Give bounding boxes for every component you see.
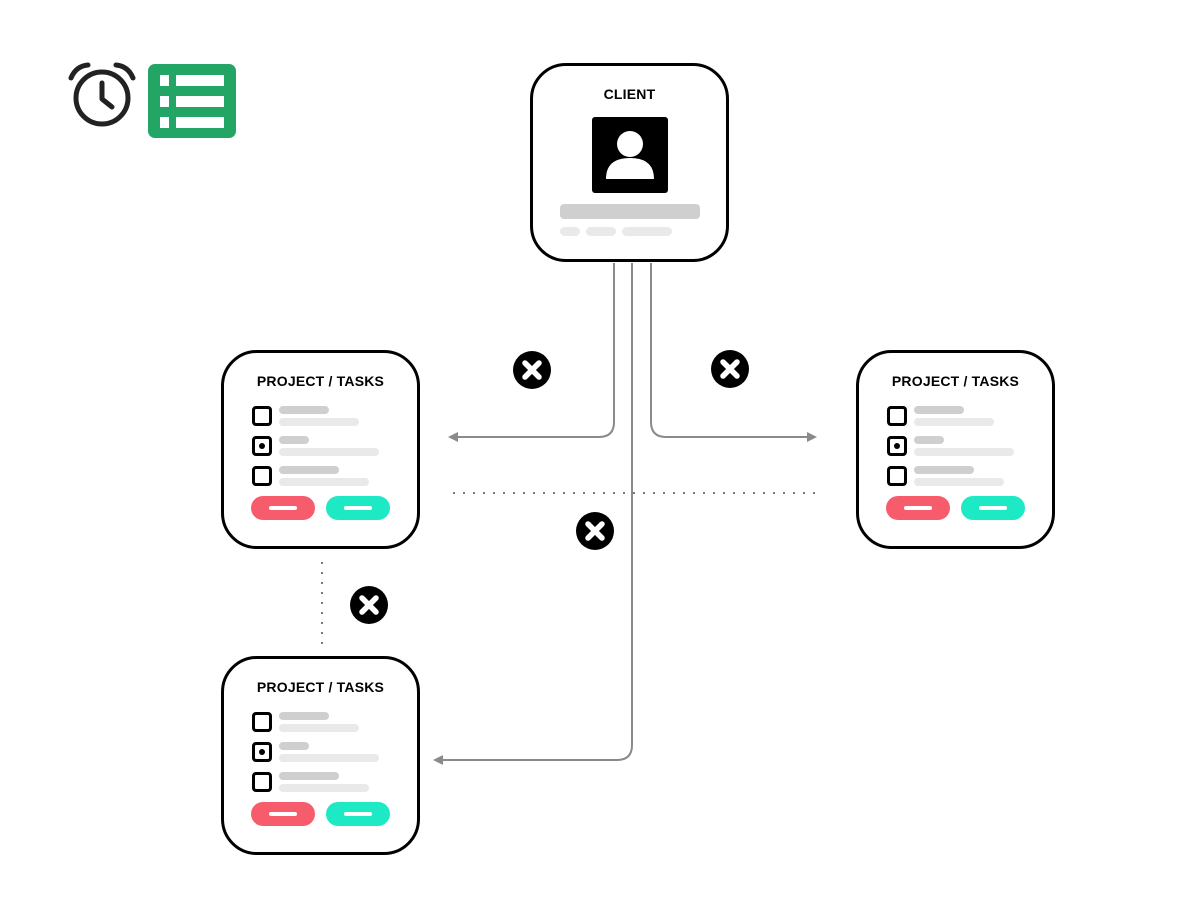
task-detail-placeholder: [279, 784, 369, 792]
task-title-placeholder: [914, 466, 974, 474]
task-checkbox-checked[interactable]: [887, 436, 907, 456]
close-x-icon: [350, 586, 388, 624]
task-detail-placeholder: [914, 418, 994, 426]
alarm-clock-icon: [68, 62, 136, 127]
task-title-placeholder: [279, 436, 309, 444]
connector-client-to-right-project: [650, 263, 817, 442]
cancel-button[interactable]: [251, 496, 315, 520]
task-title-placeholder: [279, 742, 309, 750]
connector-client-to-bottom-project: [433, 263, 633, 765]
task-title-placeholder: [914, 406, 964, 414]
cancel-button[interactable]: [251, 802, 315, 826]
task-title-placeholder: [914, 436, 944, 444]
client-meta-placeholder: [586, 227, 616, 236]
task-checkbox[interactable]: [252, 466, 272, 486]
task-detail-placeholder: [279, 478, 369, 486]
avatar: [592, 117, 668, 193]
client-title: CLIENT: [603, 86, 656, 102]
client-card: CLIENT: [530, 63, 729, 262]
project-title: PROJECT / TASKS: [256, 679, 385, 695]
project-card-left: PROJECT / TASKS: [221, 350, 420, 549]
spreadsheet-icon: [148, 64, 236, 138]
task-detail-placeholder: [279, 448, 379, 456]
confirm-button[interactable]: [326, 496, 390, 520]
task-checkbox[interactable]: [252, 406, 272, 426]
user-avatar-icon: [606, 131, 654, 179]
client-meta-placeholder: [560, 227, 580, 236]
project-title: PROJECT / TASKS: [891, 373, 1020, 389]
task-detail-placeholder: [914, 478, 1004, 486]
connector-client-to-left-project: [448, 263, 615, 442]
confirm-button[interactable]: [961, 496, 1025, 520]
task-detail-placeholder: [279, 418, 359, 426]
project-card-bottom: PROJECT / TASKS: [221, 656, 420, 855]
task-title-placeholder: [279, 406, 329, 414]
close-x-icon: [513, 351, 551, 389]
project-title: PROJECT / TASKS: [256, 373, 385, 389]
client-name-placeholder: [560, 204, 700, 219]
task-checkbox[interactable]: [887, 466, 907, 486]
client-meta-placeholder: [622, 227, 672, 236]
confirm-button[interactable]: [326, 802, 390, 826]
task-checkbox[interactable]: [887, 406, 907, 426]
project-card-right: PROJECT / TASKS: [856, 350, 1055, 549]
close-x-icon: [576, 512, 614, 550]
task-checkbox[interactable]: [252, 772, 272, 792]
task-detail-placeholder: [279, 754, 379, 762]
task-checkbox-checked[interactable]: [252, 742, 272, 762]
task-title-placeholder: [279, 466, 339, 474]
task-checkbox-checked[interactable]: [252, 436, 272, 456]
task-detail-placeholder: [914, 448, 1014, 456]
task-title-placeholder: [279, 712, 329, 720]
close-x-icon: [711, 350, 749, 388]
cancel-button[interactable]: [886, 496, 950, 520]
task-checkbox[interactable]: [252, 712, 272, 732]
task-title-placeholder: [279, 772, 339, 780]
task-detail-placeholder: [279, 724, 359, 732]
